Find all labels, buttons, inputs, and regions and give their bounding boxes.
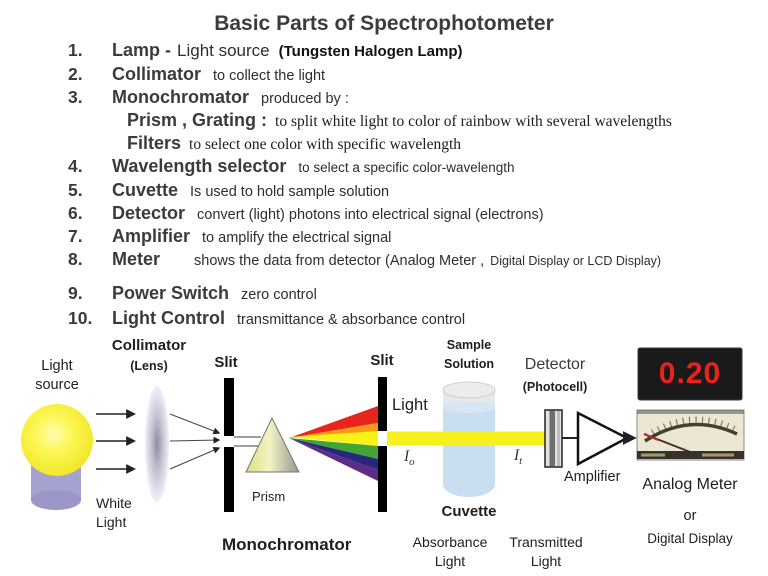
list-subitem-prism-grating: Prism , Grating : to split white light to… <box>68 110 672 131</box>
item-desc: produced by : <box>261 91 349 107</box>
item-term: Light Control <box>112 308 225 328</box>
lens-label: (Lens) <box>130 359 168 373</box>
list-item-meter: 8. Meter shows the data from detector (Ana… <box>68 249 661 270</box>
item-desc: to amplify the electrical signal <box>202 230 392 246</box>
prism-label: Prism <box>252 489 286 504</box>
amplifier-label: Amplifier <box>564 469 621 485</box>
item-desc-small: Digital Display or LCD Display) <box>490 254 662 268</box>
amplifier-triangle-icon <box>562 410 637 467</box>
detector-label: Detector <box>524 356 586 373</box>
list-subitem-filters: Filters to select one color with specific… <box>68 133 461 154</box>
symbol-sub: t <box>519 455 523 468</box>
item-desc: convert (light) photons into electrical … <box>197 207 544 223</box>
item-term: Prism , Grating : <box>127 110 268 130</box>
photocell-icon <box>544 409 563 468</box>
transmitted-intensity-symbol: It <box>514 447 522 467</box>
item-desc: zero control <box>241 287 317 303</box>
digital-display-value: 0.20 <box>658 357 722 390</box>
photocell-label: (Photocell) <box>522 380 588 394</box>
page-title: Basic Parts of Spectrophotometer <box>214 12 554 35</box>
item-term: Monochromator <box>112 87 249 107</box>
item-number: 6. <box>68 203 83 223</box>
list-item-monochromator: 3. Monochromator produced by : <box>68 87 349 108</box>
light-label: Light <box>392 396 428 414</box>
item-number: 5. <box>68 180 83 200</box>
item-number: 2. <box>68 64 83 84</box>
item-number: 4. <box>68 156 83 176</box>
converging-rays <box>169 413 221 470</box>
list-item-detector: 6. Detector convert (light) photons into e… <box>68 203 544 224</box>
symbol-sub: o <box>409 456 415 469</box>
item-term: Meter <box>112 249 161 269</box>
slit-left-label: Slit <box>214 354 238 371</box>
transmitted-light-label: Transmitted Light <box>509 534 583 569</box>
slit-left-icon <box>224 378 234 512</box>
light-bulb-icon <box>21 404 93 510</box>
item-number: 7. <box>68 226 83 246</box>
item-term: Power Switch <box>112 283 230 303</box>
collimator-label: Collimator <box>111 337 187 354</box>
item-term: Lamp - <box>112 40 172 60</box>
light-beam <box>387 431 546 446</box>
rainbow-spectrum <box>289 406 378 481</box>
item-term: Cuvette <box>112 180 179 200</box>
lens-icon <box>145 386 169 502</box>
list-item-amplifier: 7. Amplifier to amplify the electrical sig… <box>68 226 391 247</box>
list-item-lamp: 1. Lamp - Light source (Tungsten Halogen La… <box>68 40 463 61</box>
item-desc: transmittance & absorbance control <box>236 312 466 328</box>
item-number: 1. <box>68 40 83 60</box>
item-term: Filters <box>127 133 182 153</box>
list-item-light-control: 10. Light Control transmittance & absorban… <box>68 308 465 329</box>
item-number: 3. <box>68 87 83 107</box>
item-desc: Is used to hold sample solution <box>190 184 390 200</box>
digital-display-icon <box>637 347 743 401</box>
sample-solution-label: Sample Solution <box>444 338 494 371</box>
symbol-main: I <box>404 448 410 465</box>
item-desc: to collect the light <box>213 68 326 84</box>
absorbance-light-label: Absorbance Light <box>412 534 488 569</box>
analog-meter-icon <box>636 409 745 461</box>
incident-intensity-symbol: Io <box>404 448 415 468</box>
item-desc: to select one color with specific wavele… <box>189 136 462 153</box>
white-light-arrows <box>96 409 136 474</box>
list-item-collimator: 2. Collimator to collect the light <box>68 64 325 85</box>
slit-right-icon <box>378 377 387 512</box>
analog-meter-label: Analog Meter <box>642 476 738 493</box>
item-number: 10. <box>68 308 93 328</box>
prism-icon <box>245 416 300 473</box>
item-desc: to split white light to color of rainbow… <box>275 113 672 130</box>
monochromator-label: Monochromator <box>222 535 352 554</box>
cuvette-label: Cuvette <box>441 503 497 520</box>
item-note: (Tungsten Halogen Lamp) <box>278 43 463 60</box>
item-number: 8. <box>68 249 83 269</box>
item-term: Collimator <box>112 64 202 84</box>
light-source-label: Light source <box>35 358 79 393</box>
item-number: 9. <box>68 283 83 303</box>
item-term: Wavelength selector <box>112 156 287 176</box>
digital-display-label: Digital Display <box>647 531 733 546</box>
or-label: or <box>683 508 697 524</box>
white-light-label: White Light <box>96 495 132 530</box>
slit-right-label: Slit <box>370 352 394 369</box>
item-desc: Light source <box>177 41 270 60</box>
symbol-main: I <box>514 447 520 464</box>
item-term: Amplifier <box>112 226 191 246</box>
list-item-cuvette: 5. Cuvette Is used to hold sample solution <box>68 180 389 201</box>
list-item-wavelength-selector: 4. Wavelength selector to select a specifi… <box>68 156 515 177</box>
item-term: Detector <box>112 203 186 223</box>
item-desc: shows the data from detector (Analog Met… <box>194 253 485 269</box>
list-item-power-switch: 9. Power Switch zero control <box>68 283 317 304</box>
item-desc: to select a specific color-wavelength <box>298 160 515 175</box>
